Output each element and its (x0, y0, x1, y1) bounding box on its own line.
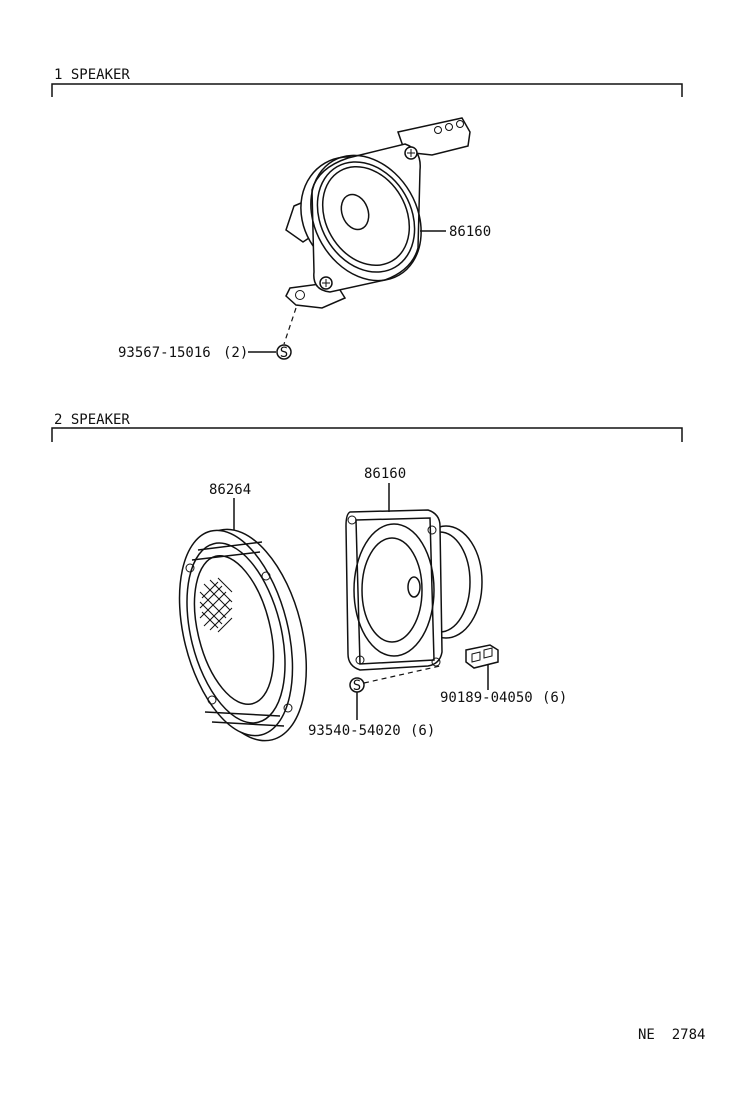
speaker-surround (353, 523, 435, 657)
part-quantity: (6) (542, 690, 567, 706)
speaker-cone (361, 537, 423, 643)
connector-drawing (465, 644, 499, 669)
bracket-hole (456, 120, 464, 128)
part-number-86264: 86264 (209, 482, 251, 498)
connector-pin (483, 647, 493, 659)
speaker-cone (321, 165, 411, 267)
mount-hole (355, 655, 365, 665)
screw-symbol-letter: S (353, 678, 361, 694)
section-1: 1 SPEAKER (51, 67, 683, 361)
frame-inner (355, 517, 435, 665)
screw-symbol-icon (276, 344, 292, 360)
grille-hole (185, 563, 195, 573)
frame-rim (310, 154, 422, 282)
connector-body (465, 644, 499, 669)
section-2: 2 SPEAKER 86264 (51, 412, 683, 742)
mount-hole (347, 515, 357, 525)
dashed-leader (283, 307, 297, 345)
part-number-86160: 86160 (364, 466, 406, 482)
part-number-86160: 86160 (449, 224, 491, 240)
section-2-title: 2 SPEAKER (54, 412, 130, 428)
part-quantity: (2) (223, 345, 248, 361)
part-number-93567-15016: 93567-15016 (118, 345, 211, 361)
bracket-hole (445, 123, 453, 131)
part-number-93540-54020: 93540-54020 (308, 723, 401, 739)
screw-cross (322, 279, 330, 287)
figure-code: NE 2784 (638, 1027, 705, 1043)
speaker-86160-tweeter-drawing (285, 117, 471, 309)
screw-symbol-letter: S (280, 345, 288, 361)
dust-cap (407, 576, 421, 598)
grille-mesh-pattern (199, 577, 233, 633)
speaker-surround (316, 161, 416, 273)
grille-hole (207, 695, 217, 705)
part-number-90189-04050: 90189-04050 (440, 690, 533, 706)
bracket-hole (434, 126, 442, 134)
grille-mesh-area (193, 554, 275, 706)
part-quantity: (6) (410, 723, 435, 739)
section-2-bracket (51, 427, 683, 442)
dust-cap (340, 193, 370, 231)
mount-hole (427, 525, 437, 535)
section-1-bracket (51, 83, 683, 97)
screw-cross (407, 149, 415, 157)
speaker-frame (345, 509, 443, 671)
speaker-grille-drawing (178, 528, 308, 742)
dashed-leader (363, 665, 441, 684)
grille-inner-ring (186, 542, 286, 724)
speaker-86160-woofer-drawing (345, 509, 483, 671)
connector-pin (471, 651, 481, 663)
grille-band-bottom (204, 711, 285, 727)
mount-hole (431, 657, 441, 667)
grille-hole (283, 703, 293, 713)
section-1-title: 1 SPEAKER (54, 67, 130, 83)
grille-hole (261, 571, 271, 581)
bracket-hole (295, 290, 305, 300)
grille-band-top (191, 541, 263, 561)
